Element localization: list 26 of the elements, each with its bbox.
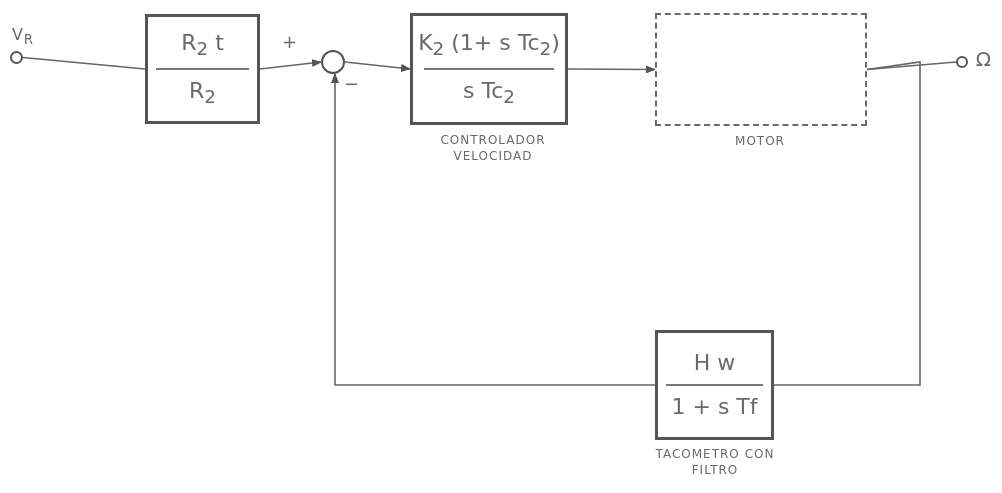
dashed-block — [655, 13, 867, 126]
numerator: H w — [693, 349, 736, 376]
denominator: s Tc$_{2}$ — [463, 78, 515, 109]
transfer-function-block — [410, 13, 568, 125]
signal-label: + — [282, 30, 298, 54]
signal-label: V$_{R}$ — [10, 24, 36, 50]
denominator: R$_{2}$ — [189, 78, 216, 109]
transfer-function-block — [655, 330, 774, 440]
signal-label: − — [344, 72, 360, 96]
connector-line — [22, 56, 146, 70]
summing-junction — [321, 50, 345, 74]
arrow — [567, 65, 656, 74]
arrow — [331, 73, 656, 386]
arrow — [344, 61, 411, 72]
numerator: R$_{2}$ t — [181, 29, 224, 60]
block-caption: CONTROLADOR VELOCIDAD — [439, 132, 547, 165]
connector-line — [773, 61, 921, 386]
signal-label: Ω — [974, 46, 994, 73]
block-caption: TACOMETRO CON FILTRO — [654, 446, 776, 479]
terminal-circle — [10, 51, 23, 64]
arrow — [259, 59, 322, 70]
denominator: 1 + s Tf — [671, 394, 758, 421]
block-caption: MOTOR — [734, 133, 786, 150]
numerator: K$_{2}$ (1+ s Tc$_{2}$) — [418, 29, 560, 60]
terminal-circle — [956, 56, 968, 68]
transfer-function-block — [145, 14, 260, 124]
